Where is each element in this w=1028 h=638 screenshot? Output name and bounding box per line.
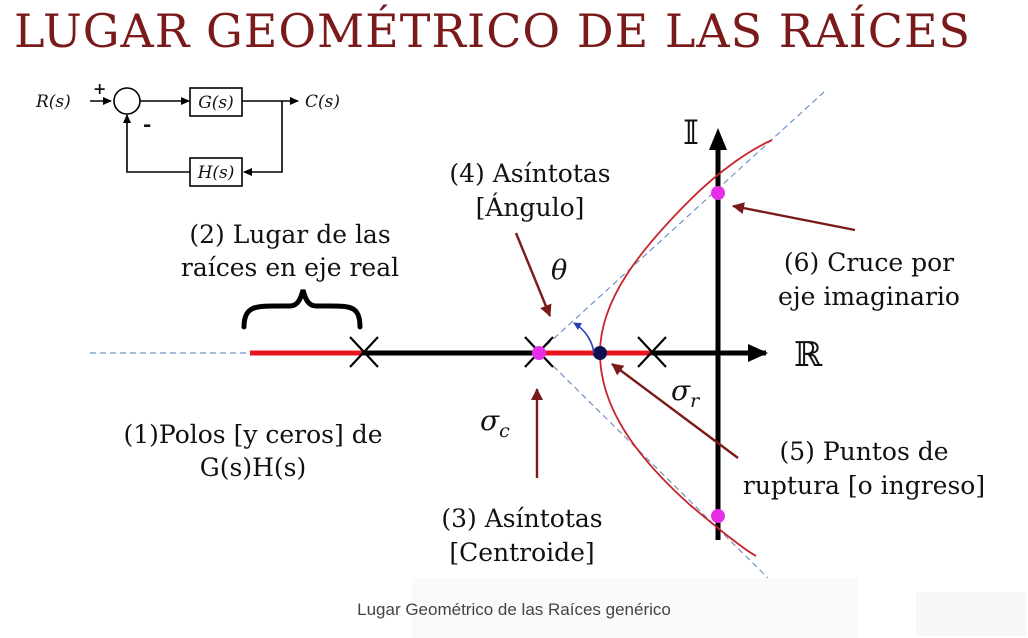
angle-pointer-arrow (514, 232, 552, 317)
svg-text:(5) Puntos de: (5) Puntos de (779, 437, 948, 466)
svg-text:(1)Polos [y ceros] de: (1)Polos [y ceros] de (123, 420, 382, 449)
block-diagram: R(s) + - G(s) C(s) H(s) (35, 79, 340, 187)
svg-text:[Ángulo]: [Ángulo] (476, 193, 585, 222)
label-centroid: (3) Asíntotas [Centroide] (441, 504, 602, 567)
figure-caption: Lugar Geométrico de las Raíces genérico (357, 600, 671, 619)
pole-1 (349, 336, 379, 368)
crossing-pointer-arrow (732, 202, 856, 232)
real-axis-label: ℝ (794, 335, 823, 375)
svg-text:eje imaginario: eje imaginario (778, 282, 960, 311)
pole-3 (637, 336, 667, 368)
svg-text:[Centroide]: [Centroide] (449, 538, 594, 567)
imaginary-crossing-upper-marker (711, 186, 725, 200)
svg-text:ruptura [o ingreso]: ruptura [o ingreso] (743, 471, 985, 500)
svg-text:G(s)H(s): G(s)H(s) (200, 453, 306, 482)
asymptote-upper (538, 91, 825, 353)
label-angle: (4) Asíntotas [Ángulo] (449, 159, 610, 222)
svg-text:(2) Lugar de las: (2) Lugar de las (189, 220, 390, 249)
label-real-locus: (2) Lugar de las raíces en eje real (181, 220, 399, 282)
slide-title: LUGAR GEOMÉTRICO DE LAS RAÍCES (14, 4, 972, 58)
minus-sign: - (143, 112, 151, 136)
caption-background (412, 578, 858, 638)
imaginary-axis-arrowhead (709, 128, 727, 150)
root-locus-branch-upper (599, 139, 773, 354)
svg-text:(6) Cruce por: (6) Cruce por (784, 248, 954, 277)
breakaway-point-marker (593, 346, 607, 360)
svg-text:(4) Asíntotas: (4) Asíntotas (449, 159, 610, 188)
feedback-block-label: H(s) (197, 163, 235, 183)
theta-symbol: θ (551, 255, 567, 286)
input-signal-label: R(s) (35, 92, 71, 112)
imaginary-crossing-lower-marker (711, 509, 725, 523)
real-locus-brace (241, 289, 363, 330)
label-imag-crossing: (6) Cruce por eje imaginario (778, 248, 960, 311)
forward-block-label: G(s) (198, 93, 234, 113)
angle-arc (573, 322, 595, 354)
forward-block-g (189, 87, 243, 117)
sigma-c-symbol: σc (480, 404, 510, 442)
centroid-marker (532, 346, 546, 360)
output-signal-label: C(s) (305, 92, 340, 112)
svg-text:raíces en eje real: raíces en eje real (181, 253, 399, 282)
imaginary-axis-label: 𝕀 (683, 113, 699, 153)
plus-sign: + (93, 79, 106, 98)
svg-text:(3) Asíntotas: (3) Asíntotas (441, 504, 602, 533)
root-locus-branch-lower (599, 352, 757, 557)
asymptote-lower (538, 351, 769, 579)
label-poles: (1)Polos [y ceros] de G(s)H(s) (123, 420, 382, 482)
sigma-r-symbol: σr (671, 374, 701, 412)
faded-thumbnail (916, 592, 1026, 636)
label-breakaway: (5) Puntos de ruptura [o ingreso] (743, 437, 985, 500)
real-axis-arrowhead (748, 344, 768, 362)
feedback-path-out (123, 114, 190, 173)
feedback-path-in (243, 101, 283, 176)
summing-junction (113, 87, 141, 115)
breakaway-pointer-arrow (611, 363, 739, 459)
